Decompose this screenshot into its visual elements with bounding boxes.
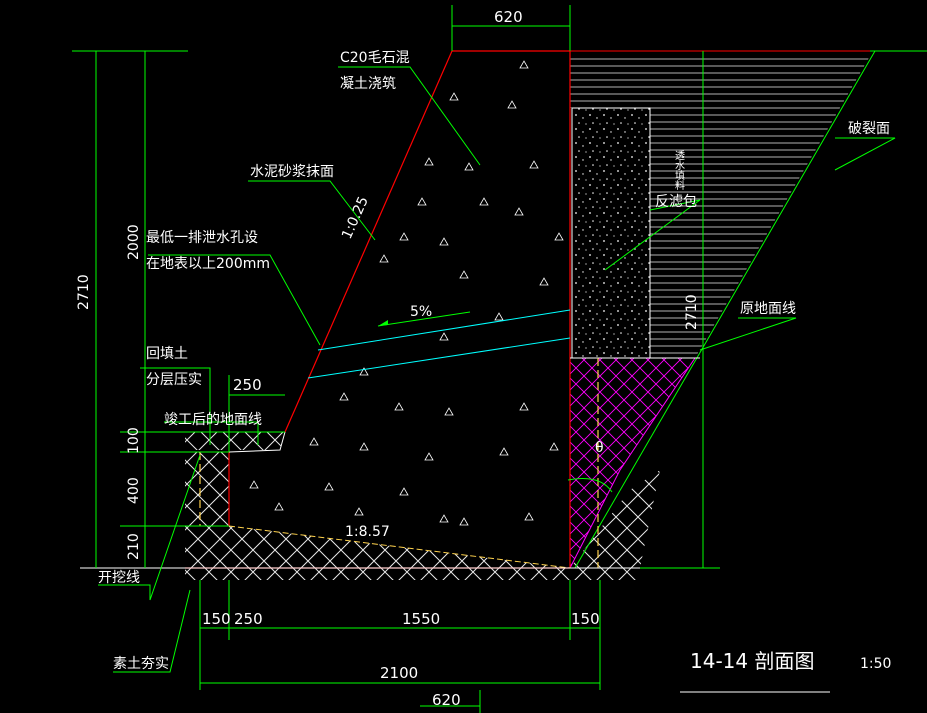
label-theta: θ xyxy=(595,440,604,456)
label-filter-pack: 反滤包 xyxy=(655,194,697,210)
label-backfill-1: 回填土 xyxy=(146,346,188,362)
dim-base-150-left: 150 xyxy=(202,610,231,628)
concrete-marks xyxy=(249,60,564,526)
drawing-title: 14-14 剖面图 xyxy=(690,649,814,673)
label-drain-1: 最低一排泄水孔设 xyxy=(146,230,258,246)
dim-210: 210 xyxy=(126,533,142,560)
base-slope-line xyxy=(228,525,571,569)
label-backfill-2: 分层压实 xyxy=(146,372,202,388)
wall-outline xyxy=(185,50,571,569)
dim-right-2710: 2710 xyxy=(684,294,700,330)
drain-pipes xyxy=(307,309,571,379)
filter-pack-zone xyxy=(571,107,651,359)
toe-step-line xyxy=(228,431,286,453)
label-permeable-fill: 透水填料 xyxy=(673,150,685,191)
broken-face-line xyxy=(574,50,876,569)
label-finished-ground: 竣工后的地面线 xyxy=(164,412,262,428)
label-drain-slope: 5% xyxy=(410,304,432,320)
dim-base-1550: 1550 xyxy=(402,610,440,628)
dim-base-150-right: 150 xyxy=(571,610,600,628)
label-excavation: 开挖线 xyxy=(98,570,140,586)
dim-100: 100 xyxy=(126,427,142,454)
dim-left-2710: 2710 xyxy=(76,274,92,310)
drain-slope-arrow xyxy=(377,311,471,327)
dim-250-toe: 250 xyxy=(233,376,262,394)
label-mortar-finish: 水泥砂浆抹面 xyxy=(250,164,334,180)
label-drain-2: 在地表以上200mm xyxy=(146,256,270,272)
dim-400: 400 xyxy=(126,477,142,504)
theta-arc xyxy=(567,478,613,493)
dim-base-250: 250 xyxy=(234,610,263,628)
permeable-fill-zone xyxy=(570,56,870,358)
leader-lines xyxy=(98,66,896,673)
label-original-ground: 原地面线 xyxy=(740,301,796,317)
label-base-slope: 1:8.57 xyxy=(345,524,390,540)
label-material-1: C20毛石混 xyxy=(340,50,410,66)
label-rammed-soil: 素土夯实 xyxy=(113,656,169,672)
drawing-scale: 1:50 xyxy=(860,656,891,672)
dim-top-620: 620 xyxy=(494,8,523,26)
label-slope-ratio: 1:0.25 xyxy=(339,194,372,241)
dim-bottom-620: 620 xyxy=(432,691,461,709)
label-material-2: 凝土浇筑 xyxy=(340,76,396,92)
label-broken-face: 破裂面 xyxy=(848,121,890,137)
dim-2000: 2000 xyxy=(126,224,142,260)
dim-total-2100: 2100 xyxy=(380,664,418,682)
